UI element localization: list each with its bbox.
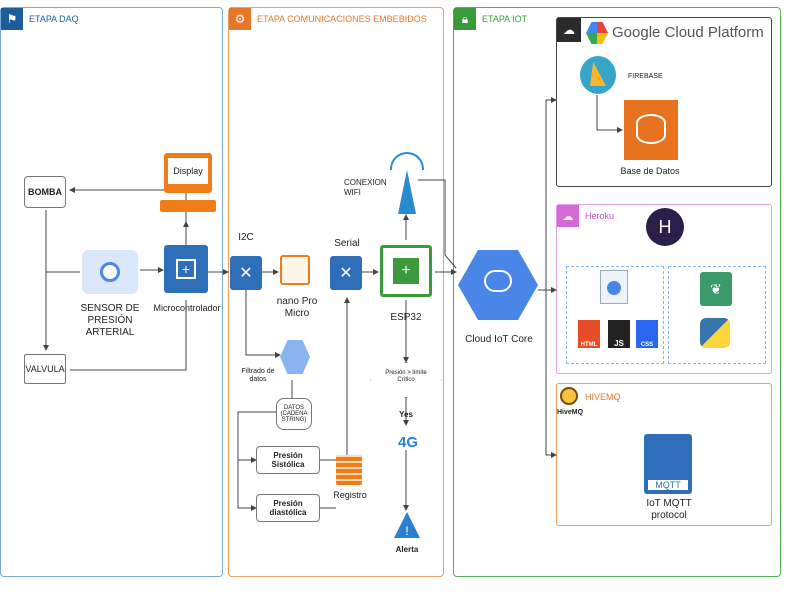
heroku-label: Heroku (585, 211, 615, 221)
python-icon (700, 318, 730, 348)
lock-icon: 🔒︎ (454, 8, 476, 30)
panel-iot-title: ETAPA IOT (482, 14, 528, 24)
mqtt-icon: MQTT (644, 434, 692, 494)
js-icon: JS (608, 320, 630, 348)
database-icon (624, 100, 678, 160)
html5-icon: HTML (578, 320, 600, 348)
cloud-iot-core-label: Cloud IoT Core (465, 334, 533, 345)
conexion-label: CONEXION WIFI (344, 178, 387, 197)
valvula-node: VALVULA (24, 354, 66, 384)
esp32-chip-icon: + (380, 245, 432, 297)
panel-daq-title: ETAPA DAQ (29, 14, 79, 24)
cloud-outline-icon: ☁ (557, 18, 581, 42)
display-stand (160, 200, 216, 212)
nano-chip-icon (280, 255, 310, 285)
datos-node: DATOS (CADENA STRING) (276, 398, 312, 430)
wifi-antenna-icon (398, 170, 416, 214)
display-label: Display (168, 158, 208, 184)
sensor-label: SENSOR DE PRESIÓN ARTERIAL (80, 303, 140, 338)
heroku-py-group (668, 266, 766, 364)
mqtt-badge-text: MQTT (648, 480, 688, 490)
panel-daq: ⚑ ETAPA DAQ (0, 7, 223, 577)
diastolica-node: Presión diastólica (256, 494, 320, 522)
gear-icon: ⚙ (229, 8, 251, 30)
sistolica-node: Presión Sistólica (256, 446, 320, 474)
ml-brain-icon: ❦ (700, 272, 732, 306)
heroku-web-group (566, 266, 664, 364)
hivemq-bee-icon (560, 387, 578, 405)
display-monitor-icon: Display (164, 153, 212, 193)
web-file-icon (600, 270, 628, 304)
base-datos-label: Base de Datos (620, 166, 680, 176)
firebase-label: FIREBASE (628, 73, 663, 80)
microcontroller-chip-icon: + (164, 245, 208, 293)
hivemq-logo-text: HiveMQ (557, 409, 584, 416)
nano-label: nano Pro Micro (276, 296, 318, 319)
signal-4g-icon: 4G (397, 434, 418, 451)
registro-grid-icon (336, 455, 362, 485)
heroku-cloud-icon: ☁ (557, 205, 579, 227)
serial-label: Serial (334, 238, 360, 249)
filtrado-label: Filtrado de datos (241, 368, 275, 384)
microcontroller-label: Microcontrolador (153, 303, 221, 313)
i2c-label: I2C (238, 232, 254, 243)
mqtt-label: IoT MQTT protocol (646, 498, 692, 521)
flag-icon: ⚑ (1, 8, 23, 30)
sensor-icon (82, 250, 138, 294)
esp32-label: ESP32 (390, 312, 422, 323)
registro-label: Registro (333, 490, 367, 500)
panel-com: ⚙ ETAPA COMUNICACIONES EMBEBIDOS (228, 7, 444, 577)
i2c-switch-icon: ✕ (230, 256, 262, 290)
heroku-logo-icon: H (646, 208, 684, 246)
panel-com-title: ETAPA COMUNICACIONES EMBEBIDOS (257, 14, 427, 24)
gcp-hex-icon (586, 22, 608, 44)
css3-icon: CSS (636, 320, 658, 348)
bomba-node: BOMBA (24, 176, 66, 208)
hivemq-label: HIVEMQ (585, 392, 621, 402)
alerta-label: Alerta (395, 545, 419, 554)
serial-switch-icon: ✕ (330, 256, 362, 290)
panel-iot: 🔒︎ ETAPA IOT (453, 7, 781, 577)
gcp-title: Google Cloud Platform (612, 24, 764, 41)
yes-label: Yes (399, 410, 413, 419)
firebase-flame-icon (580, 56, 616, 94)
decision-label: Presión > límite Crítico (385, 370, 427, 384)
